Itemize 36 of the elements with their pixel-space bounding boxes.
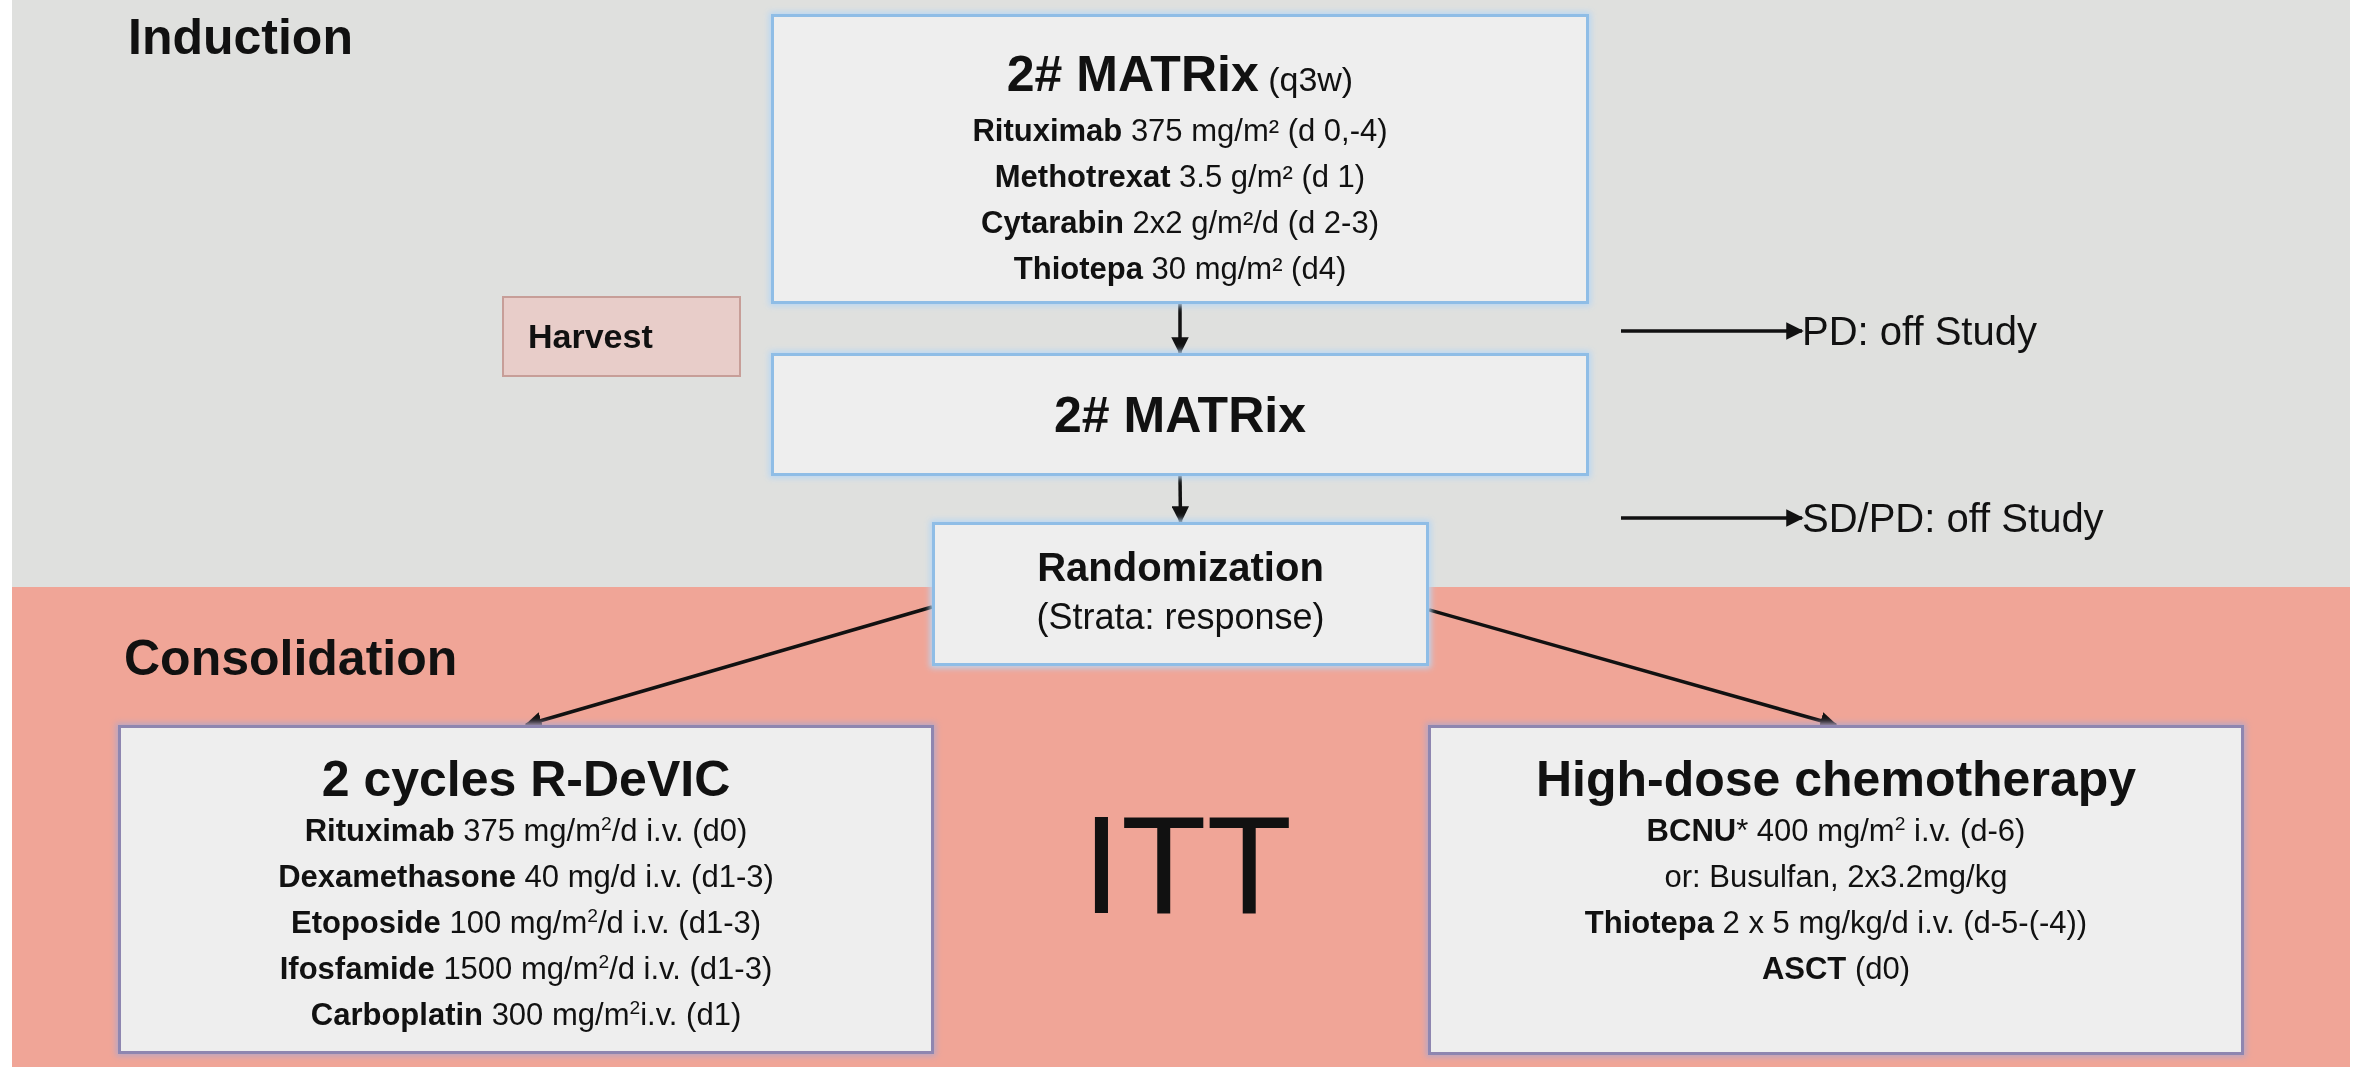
outcome-text: SD/PD: off Study	[1802, 490, 2104, 546]
arrow	[1621, 509, 1804, 527]
dose-line: or: Busulfan, 2x3.2mg/kg	[1664, 858, 2008, 896]
outcome-text: PD: off Study	[1802, 303, 2037, 359]
process-box	[771, 14, 1589, 304]
phase-title: Consolidation	[124, 629, 458, 687]
dose-line: Ifosfamide 1500 mg/m$^{2}$/d i.v. (d1-3)	[279, 950, 773, 988]
dose-line: Methotrexat 3.5 g/m² (d 1)	[994, 158, 1366, 196]
box-title: 2# MATRix (q3w)	[1006, 45, 1354, 104]
dose-line: Carboplatin 300 mg/m$^{2}$i.v. (d1)	[310, 996, 742, 1034]
process-box	[118, 725, 934, 1054]
dose-line: Etoposide 100 mg/m$^{2}$/d i.v. (d1-3)	[290, 904, 762, 942]
box-subtitle: (Strata: response)	[1036, 595, 1325, 639]
phase-title: Induction	[128, 8, 353, 66]
dose-line: Thiotepa 30 mg/m² (d4)	[1013, 250, 1347, 288]
dose-line: BCNU* 400 mg/m$^{2}$ i.v. (d-6)	[1646, 812, 2026, 850]
dose-line: Dexamethasone 40 mg/d i.v. (d1-3)	[278, 858, 774, 896]
phase-band	[12, 587, 2350, 1067]
box-title: 2# MATRix	[1054, 385, 1306, 444]
dose-line: Rituximab 375 mg/m² (d 0,-4)	[972, 112, 1388, 150]
box-title: High-dose chemotherapy	[1535, 750, 2137, 808]
step-box: Harvest	[502, 296, 741, 377]
box-title: 2 cycles R-DeVIC	[321, 750, 731, 808]
arrow	[1621, 322, 1804, 340]
dose-line: Rituximab 375 mg/m$^{2}$/d i.v. (d0)	[304, 812, 748, 850]
box-title: Randomization	[1037, 544, 1324, 591]
dose-line: ASCT (d0)	[1761, 950, 1911, 988]
phase-band	[12, 0, 2350, 587]
process-box	[771, 353, 1589, 476]
group-label: ITT	[1082, 790, 1292, 940]
process-box	[1428, 725, 2244, 1055]
process-box	[932, 522, 1429, 666]
arrow	[1171, 304, 1189, 355]
dose-line: Thiotepa 2 x 5 mg/kg/d i.v. (d-5-(-4))	[1584, 904, 2088, 942]
arrow	[1171, 476, 1190, 524]
dose-line: Cytarabin 2x2 g/m²/d (d 2-3)	[981, 204, 1379, 242]
